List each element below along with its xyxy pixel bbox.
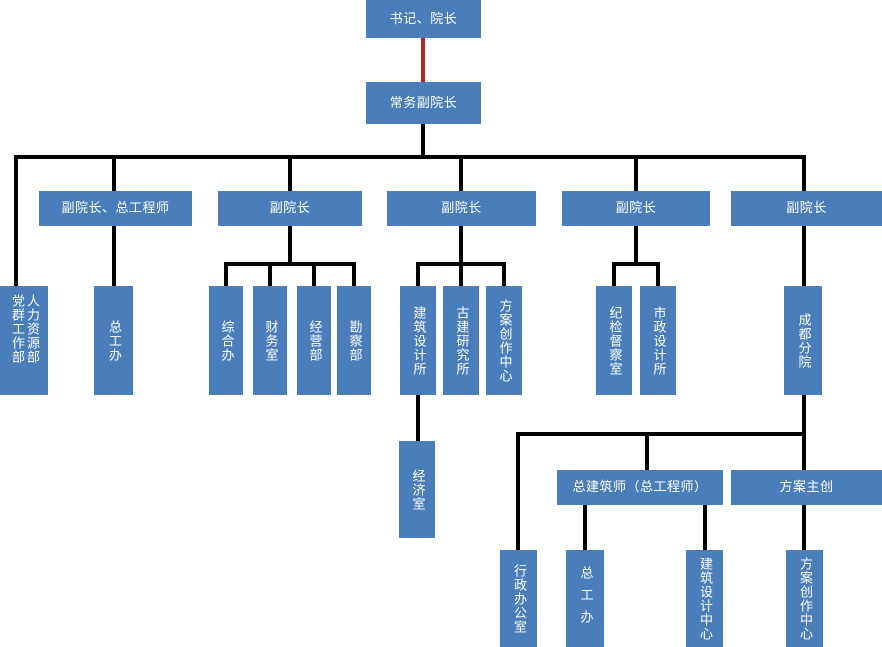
connector-exec-vp-down: [421, 124, 425, 158]
connector-vp5-to-chengdu-branch: [802, 226, 806, 286]
node-municipal-design-institute[interactable]: 市政设计所: [640, 286, 676, 395]
connector-bus-drop-vp2: [288, 155, 292, 191]
node-economics-office[interactable]: 经济室: [399, 441, 435, 538]
node-root[interactable]: 书记、院长: [366, 0, 481, 38]
node-admin-office[interactable]: 行政办公室: [500, 550, 537, 647]
connector-vp3-drop-arch-design-institute: [416, 262, 420, 286]
node-hr-and-party-dept[interactable]: 人力资源部 党群工作部: [0, 286, 48, 395]
node-chief-architect[interactable]: 总建筑师（总工程师）: [557, 470, 723, 505]
connector-vp1-to-chief-eng-office: [112, 226, 116, 286]
node-chengdu-branch[interactable]: 成都分院: [784, 286, 822, 395]
connector-vp4-stem: [634, 226, 638, 264]
connector-bus-drop-vp4: [634, 155, 638, 191]
connector-chengdu-drop-scheme-lead: [802, 432, 806, 470]
node-branch-chief-eng-office[interactable]: 总工办: [566, 550, 604, 647]
connector-main-bus: [14, 155, 806, 159]
node-ancient-arch-institute[interactable]: 古建研究所: [443, 286, 479, 395]
connector-vp4-drop-municipal-design-institute: [656, 262, 660, 286]
node-scheme-creation-center[interactable]: 方案创作中心: [486, 286, 522, 395]
connector-vp4-drop-discipline-office: [612, 262, 616, 286]
connector-bus-drop-vp5: [802, 155, 806, 191]
connector-arch-institute-to-economics-office: [416, 395, 420, 441]
connector-bus-drop-vp3: [459, 155, 463, 191]
node-party-dept-label: 党群工作部: [10, 294, 25, 364]
node-vp2[interactable]: 副院长: [218, 191, 362, 226]
connector-vp3-drop-ancient-arch-institute: [459, 262, 463, 286]
connector-vp2-drop-survey-dept: [352, 262, 356, 286]
connector-vp2-stem: [288, 226, 292, 264]
node-hr-dept-label: 人力资源部: [24, 294, 40, 364]
connector-bus-drop-hr: [14, 155, 18, 286]
node-arch-design-center[interactable]: 建筑设计中心: [686, 550, 723, 647]
node-exec-vp[interactable]: 常务副院长: [366, 82, 481, 124]
node-chief-eng-office[interactable]: 总工办: [94, 286, 133, 395]
connector-vp3-drop-scheme-creation-center: [502, 262, 506, 286]
node-vp1[interactable]: 副院长、总工程师: [39, 191, 192, 226]
connector-vp2-drop-operations-dept: [312, 262, 316, 286]
connector-vp3-stem: [459, 226, 463, 264]
node-arch-design-institute[interactable]: 建筑设计所: [400, 286, 436, 395]
node-general-office[interactable]: 综合办: [209, 286, 243, 395]
node-vp5[interactable]: 副院长: [731, 191, 882, 226]
connector-vp2-drop-general-office: [224, 262, 228, 286]
connector-scheme-lead-to-branch-scheme-center: [802, 505, 806, 550]
node-branch-scheme-center[interactable]: 方案创作中心: [786, 550, 823, 647]
connector-vp2-drop-finance-office: [268, 262, 272, 286]
connector-bus-drop-vp1: [112, 155, 116, 191]
connector-root-to-exec-vp: [421, 38, 425, 82]
connector-vp4-bus: [612, 262, 660, 266]
node-discipline-office[interactable]: 纪检督察室: [596, 286, 632, 395]
connector-chengdu-drop-admin-office: [516, 432, 520, 550]
node-operations-dept[interactable]: 经营部: [297, 286, 331, 395]
connector-chief-architect-to-chief-eng-office: [583, 505, 587, 550]
connector-vp2-bus: [224, 262, 356, 266]
connector-chief-architect-to-arch-design-center: [703, 505, 707, 550]
node-survey-dept[interactable]: 勘察部: [337, 286, 371, 395]
connector-chengdu-drop-chief-architect: [645, 432, 649, 470]
node-finance-office[interactable]: 财务室: [253, 286, 287, 395]
connector-chengdu-branch-bus: [516, 432, 806, 436]
node-vp4[interactable]: 副院长: [562, 191, 710, 226]
node-scheme-lead[interactable]: 方案主创: [731, 470, 882, 505]
node-vp3[interactable]: 副院长: [387, 191, 536, 226]
connector-chengdu-branch-stem: [802, 395, 806, 435]
